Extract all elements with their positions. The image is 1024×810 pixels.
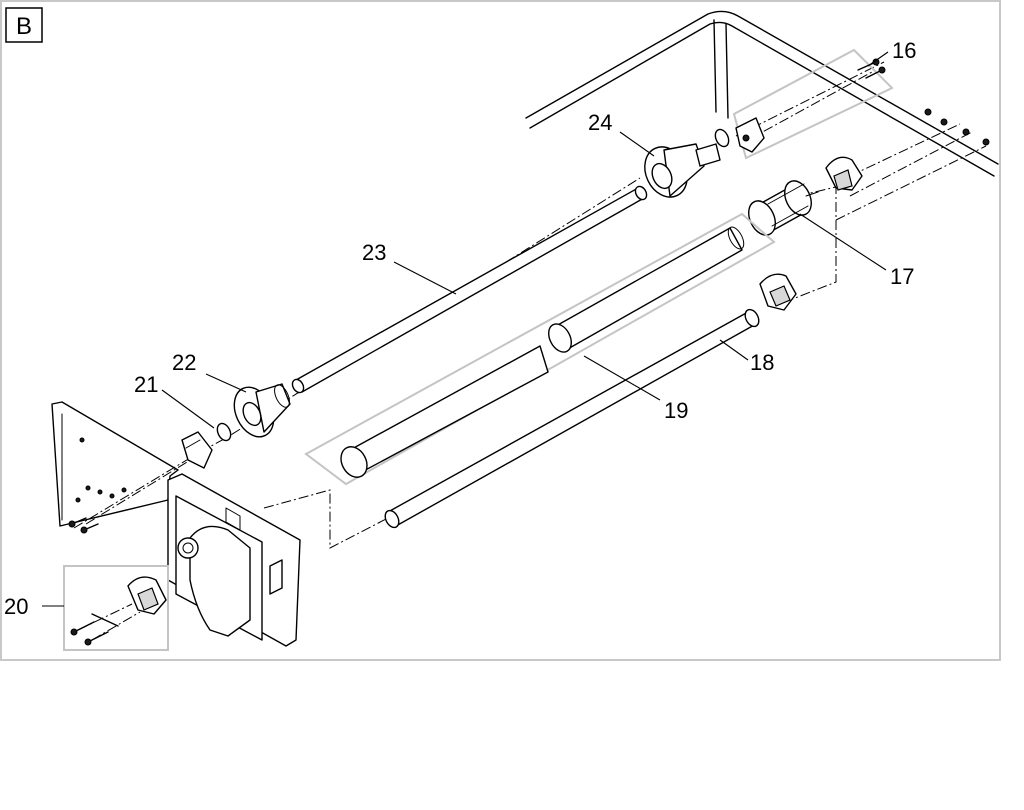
callout-18: 18 [750,350,774,375]
sleeve-group-19 [304,212,776,486]
upper-right-clip [825,156,863,191]
figure-tag: B [5,7,43,43]
side-plate-housing [51,401,301,647]
callout-labels: 16 17 18 19 20 21 22 23 24 [4,38,916,619]
ring-21 [216,422,232,442]
leader-lines [42,51,889,607]
callout-20: 20 [4,594,28,619]
bearing-holder-24 [644,143,721,198]
right-screws [924,108,990,146]
callout-19: 19 [664,398,688,423]
shaft-23 [291,185,648,394]
figure-tag-label: B [16,13,32,40]
left-clip-bracket [181,431,213,469]
left-screws [68,517,99,534]
callout-22: 22 [172,350,196,375]
roller-17 [748,180,819,236]
frame-rail [525,10,999,177]
rod-18 [384,308,760,529]
ring-right [714,128,730,148]
callout-23: 23 [362,240,386,265]
diagram-frame [0,0,1001,661]
clip-group-20 [63,565,169,651]
lower-right-clip [759,273,797,311]
bearing-holder-22 [233,383,291,438]
callout-17: 17 [890,264,914,289]
callout-21: 21 [134,372,158,397]
callout-24: 24 [588,110,612,135]
bracket-group-16 [732,48,894,160]
callout-16: 16 [892,38,916,63]
